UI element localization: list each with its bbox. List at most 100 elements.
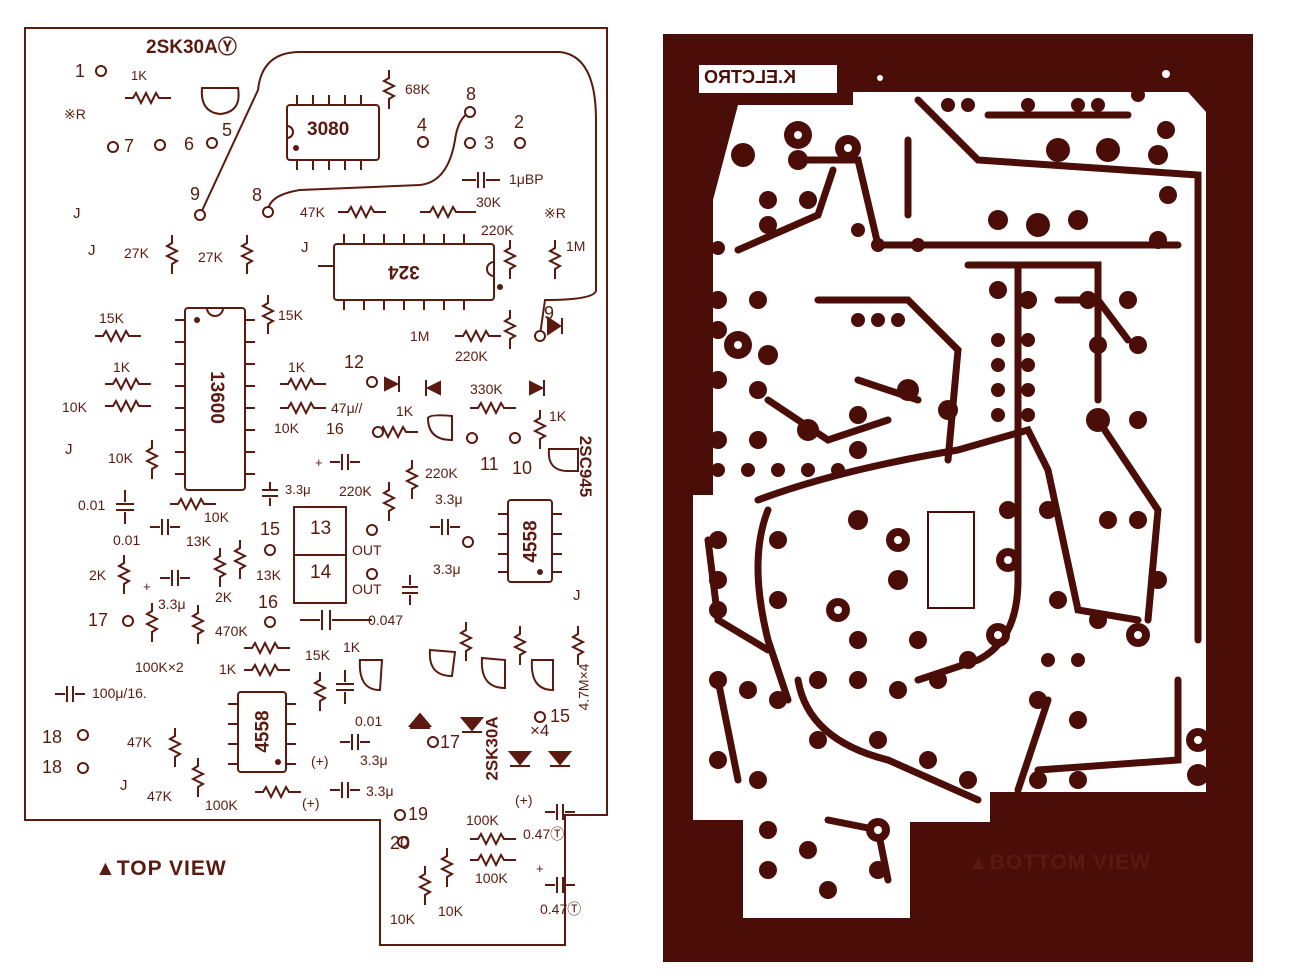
note-marker: ※R xyxy=(64,106,86,122)
pad-number: 17 xyxy=(88,610,109,630)
resistor-label: 100K×2 xyxy=(135,659,184,675)
pad-number: 11 xyxy=(480,454,499,474)
note-marker: ※R xyxy=(544,205,566,221)
resistor-label: 100K xyxy=(205,797,238,813)
resistor-label: 220K xyxy=(425,465,458,481)
ic-324-body xyxy=(333,243,495,301)
resistor-label: 220K xyxy=(339,483,372,499)
capacitor-label: 0.47Ⓣ xyxy=(523,826,565,842)
capacitor-label: 0.01 xyxy=(355,713,383,729)
polarity-marker: + xyxy=(143,579,151,594)
resistor-label: 220K xyxy=(481,222,514,238)
pad-number: 17 xyxy=(440,732,461,752)
output-13-label: 13 xyxy=(310,518,332,539)
top-view-caption: ▲TOP VIEW xyxy=(95,857,227,880)
jumper-label: J xyxy=(301,239,309,256)
pad-number: 20 xyxy=(390,833,411,853)
capacitor-label: 3.3μ xyxy=(158,596,186,612)
ic-4558-left-label: 4558 xyxy=(252,710,274,753)
resistor-label: 15K xyxy=(305,647,330,663)
pad-number: 9 xyxy=(190,184,201,204)
pad-number: 1 xyxy=(75,61,86,81)
ic-3080-body xyxy=(286,104,380,161)
resistor-label: 2K xyxy=(215,589,233,605)
pad-number: 19 xyxy=(408,804,429,824)
resistor-label: 27K xyxy=(198,249,223,265)
pad-number: 15 xyxy=(260,519,281,539)
capacitor-label: 100μ/16. xyxy=(92,685,147,701)
resistor-label: 1K xyxy=(219,661,237,677)
jumper-label: J xyxy=(65,441,73,458)
resistor-label: 1M xyxy=(410,328,430,344)
resistor-label: 10K xyxy=(108,450,133,466)
polarity-marker: (+) xyxy=(515,792,533,808)
ic-3080-label: 3080 xyxy=(307,119,350,140)
polarity-marker: + xyxy=(315,455,323,470)
resistor-label: 27K xyxy=(124,245,149,261)
jumper-label: J xyxy=(573,587,581,604)
resistor-label: 1K xyxy=(288,359,306,375)
wire-pad9 xyxy=(199,51,597,336)
pad-number: 12 xyxy=(344,352,365,372)
jumper-label: J xyxy=(120,777,128,794)
transistor-label: 2SC945 xyxy=(576,435,596,498)
jumper-label: J xyxy=(73,205,81,222)
pad-number: 3 xyxy=(484,133,495,153)
bottom-view-caption: ▲BOTTOM VIEW xyxy=(968,851,1151,874)
ic-4558-right-body xyxy=(507,499,553,583)
capacitor-label: 0.047 xyxy=(368,612,404,628)
pad-number: 2 xyxy=(514,112,525,132)
fet-bank-count: ×4 xyxy=(530,721,550,740)
capacitor-label: 0.01 xyxy=(78,497,106,513)
resistor-label: 15K xyxy=(278,307,303,323)
capacitor-label: 0.47Ⓣ xyxy=(540,901,582,917)
resistor-label: 10K xyxy=(274,420,299,436)
resistor-label: 1M xyxy=(566,238,586,254)
pad-number: 8 xyxy=(466,84,477,104)
board-outline xyxy=(24,27,608,946)
pad-number: 16 xyxy=(258,592,279,612)
ic-4558-right-label: 4558 xyxy=(520,520,542,563)
resistor-label: 2K xyxy=(89,567,107,583)
bottom-view-diagram xyxy=(663,34,1253,962)
resistor-label: 220K xyxy=(455,348,488,364)
resistor-label: 100K xyxy=(466,812,499,828)
resistor-label: 68K xyxy=(405,81,430,97)
fet-bank-label: 2SK30A xyxy=(482,716,502,781)
capacitor-label: 1μBP xyxy=(509,171,544,187)
polarity-marker: (+) xyxy=(302,795,320,811)
chip-window xyxy=(927,511,975,609)
resistor-label: 100K xyxy=(475,870,508,886)
out-label: OUT xyxy=(352,542,382,558)
capacitor-label: 3.3μ xyxy=(435,491,463,507)
out-label: OUT xyxy=(352,581,382,597)
resistor-label: 1K xyxy=(343,639,361,655)
resistor-label: 10K xyxy=(204,509,229,525)
resistor-label: 47K xyxy=(300,204,325,220)
pad-number: 15 xyxy=(550,706,571,726)
resistor-label: 15K xyxy=(99,310,124,326)
resistor-label: 330K xyxy=(470,381,503,397)
resistor-label: 4.7M×4 xyxy=(575,663,592,711)
ic-324-label: 324 xyxy=(388,261,420,282)
output-14-label: 14 xyxy=(310,562,332,583)
top-view-diagram xyxy=(24,27,608,946)
pad-number: 10 xyxy=(512,458,533,478)
pad-number: 4 xyxy=(417,115,428,135)
pad-number: 5 xyxy=(222,120,233,140)
wire-pad8 xyxy=(267,111,471,213)
resistor-label: 1K xyxy=(131,68,147,83)
pad-number: 6 xyxy=(184,134,195,154)
resistor-label: 13K xyxy=(186,533,211,549)
resistor-label: 10K xyxy=(62,399,87,415)
ic-4558-left-body xyxy=(237,691,287,773)
pad-number: 8 xyxy=(252,185,263,205)
capacitor-label: 3.3μ xyxy=(360,752,388,768)
polarity-marker: (+) xyxy=(311,753,329,769)
capacitor-label: 3.3μ xyxy=(366,783,394,799)
resistor-label: 47K xyxy=(127,734,152,750)
capacitor-label: 0.01 xyxy=(113,532,141,548)
capacitor-label: 3.3μ xyxy=(433,561,461,577)
resistor-label: 1K xyxy=(549,408,567,424)
